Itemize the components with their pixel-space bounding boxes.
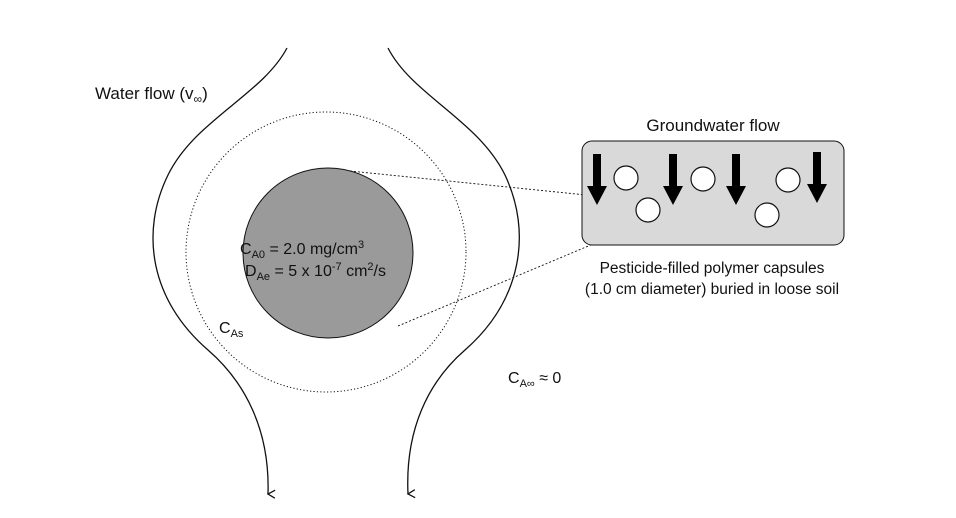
water-flow-label: Water flow (v∞) — [95, 84, 208, 106]
cas-label: CAs — [219, 320, 244, 340]
small-capsule-1 — [613, 165, 639, 191]
small-capsule-3 — [690, 166, 716, 192]
capsule-caption-line1: Pesticide-filled polymer capsules — [600, 260, 825, 277]
groundwater-inset-box — [581, 140, 845, 246]
ca0-label: CA0 = 2.0 mg/cm3 — [240, 239, 364, 261]
capsule-caption-line2: (1.0 cm diameter) buried in loose soil — [585, 281, 839, 298]
ca-infinity-label: CA∞ ≈ 0 — [508, 370, 561, 390]
down-arrow-1 — [587, 154, 607, 205]
left-streamline — [152, 47, 288, 499]
groundwater-arrows — [587, 152, 827, 205]
groundwater-flow-title: Groundwater flow — [646, 116, 780, 135]
dae-label: DAe = 5 x 10-7 cm2/s — [245, 261, 386, 283]
small-capsule-5 — [754, 202, 780, 228]
zoom-line-upper — [349, 170, 656, 203]
down-arrow-4 — [807, 152, 827, 203]
down-arrow-2 — [663, 154, 683, 205]
down-arrow-3 — [726, 154, 746, 205]
capsule-sphere — [242, 167, 414, 339]
right-streamline — [387, 47, 520, 499]
small-capsule-4 — [775, 167, 801, 193]
boundary-layer-circle — [185, 111, 467, 393]
small-capsule-2 — [635, 197, 661, 223]
small-capsules — [613, 165, 801, 228]
